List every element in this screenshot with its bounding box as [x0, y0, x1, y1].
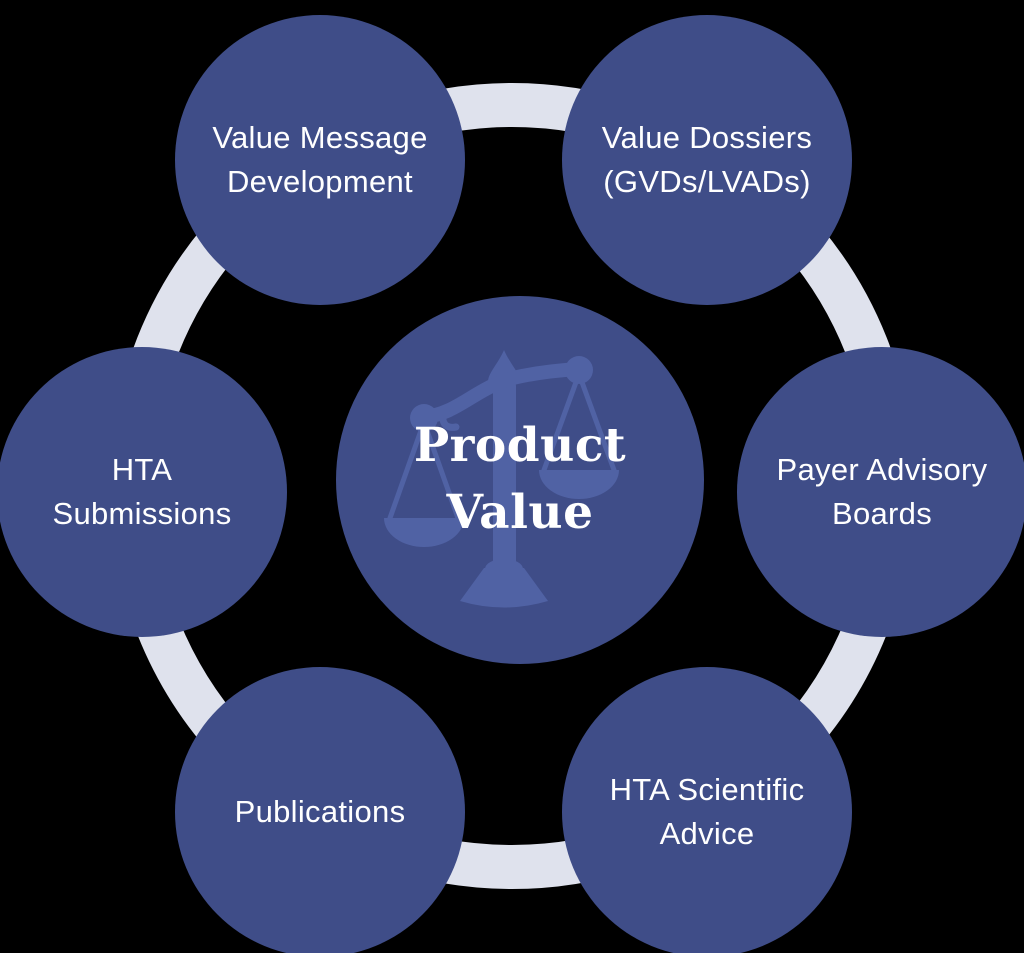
node-value-dossiers: Value Dossiers (GVDs/LVADs) [562, 15, 852, 305]
node-label: Value Dossiers (GVDs/LVADs) [601, 119, 813, 199]
scales-pan-left [384, 518, 464, 547]
scales-knob-right [565, 356, 593, 384]
node-label: Value Message Development [212, 119, 428, 199]
scales-of-justice-icon [384, 350, 619, 608]
node-payer-advisory-boards: Payer Advisory Boards [737, 347, 1024, 637]
scales-strings-right [541, 371, 617, 473]
scales-strings-left [387, 419, 461, 521]
node-hta-submissions: HTA Submissions [0, 347, 287, 637]
node-label: Publications [234, 793, 406, 829]
scales-knob-left [410, 404, 438, 432]
node-hta-scientific-advice: HTA Scientific Advice [562, 667, 852, 953]
node-publications: Publications [175, 667, 465, 953]
node-label: Payer Advisory Boards [776, 451, 988, 531]
node-label: HTA Scientific Advice [609, 771, 805, 851]
center-circle-product-value: Product Value [336, 296, 704, 664]
node-label: HTA Submissions [52, 451, 232, 531]
scales-pole [493, 376, 516, 572]
scales-base [460, 568, 548, 608]
center-label: Product Value [413, 418, 627, 540]
node-value-message-development: Value Message Development [175, 15, 465, 305]
scales-pan-right [539, 470, 619, 499]
scales-scroll [439, 403, 460, 431]
